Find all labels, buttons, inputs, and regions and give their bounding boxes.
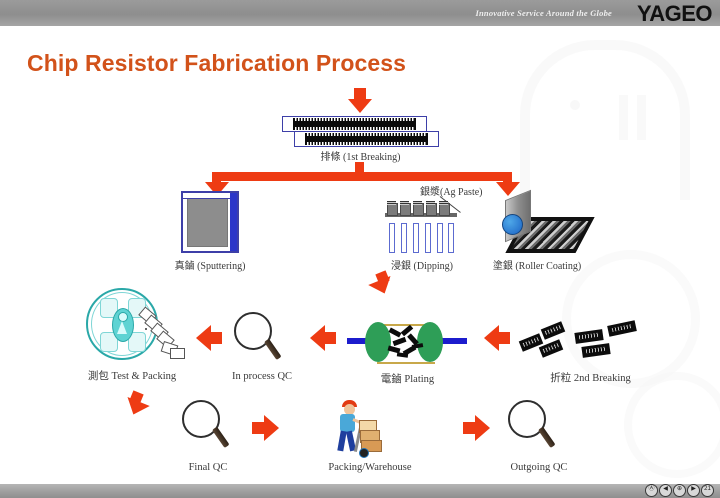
watermark-arc: [520, 40, 690, 200]
header-band: Innovative Service Around the Globe YAGE…: [0, 0, 720, 26]
nav-next-icon[interactable]: ▶: [687, 484, 700, 497]
roller-coating-illustration: [489, 189, 595, 255]
connector-bar-horizontal: [212, 172, 512, 181]
label-packing-warehouse: Packing/Warehouse: [328, 462, 412, 473]
plating-barrel-illustration: [347, 318, 467, 368]
header-tagline: Innovative Service Around the Globe: [475, 8, 612, 18]
label-second-breaking: 折粒 2nd Breaking: [550, 373, 631, 384]
in-process-qc-magnifier: [234, 312, 286, 366]
yageo-logo: YAGEO: [637, 1, 712, 26]
label-roller-coating: 塗銀 (Roller Coating): [492, 261, 582, 272]
label-test-packing: 測包 Test & Packing: [87, 371, 177, 382]
nav-first-icon[interactable]: Ⓐ: [645, 484, 658, 497]
watermark-dot: [570, 100, 580, 110]
nav-home-icon[interactable]: ⊕: [673, 484, 686, 497]
sputtering-chamber-illustration: [181, 191, 239, 253]
label-sputtering: 真鏀 (Sputtering): [174, 261, 246, 272]
label-in-process-qc: In process QC: [231, 371, 293, 382]
footer-band: [0, 484, 720, 498]
label-ag-paste: 銀漿(Ag Paste): [420, 187, 483, 198]
second-breaking-chips-illustration: [518, 315, 650, 367]
page-number-badge: 21: [701, 484, 714, 497]
watermark-circle-2: [624, 372, 720, 478]
page-title: Chip Resistor Fabrication Process: [27, 50, 407, 76]
watermark-bar-1: [619, 95, 628, 140]
connector-stem-down: [355, 162, 364, 175]
label-dipping: 浸銀 (Dipping): [391, 261, 453, 272]
label-plating: 電鏀 Plating: [380, 374, 435, 385]
label-outgoing-qc: Outgoing QC: [510, 462, 568, 473]
arrow-to-roller-coating: [496, 182, 520, 196]
substrate-illustration: [282, 116, 439, 147]
connector-left-drop: [212, 172, 221, 184]
packing-warehouse-illustration: [325, 398, 383, 458]
tape-strip-illustration: [138, 306, 186, 359]
connector-right-drop: [503, 172, 512, 184]
label-final-qc: Final QC: [188, 462, 228, 473]
label-first-breaking: 排條 (1st Breaking): [320, 152, 401, 163]
footer-navigation[interactable]: Ⓐ ◀ ⊕ ▶ 21: [645, 484, 714, 497]
dipping-illustration: [385, 197, 457, 255]
nav-prev-icon[interactable]: ◀: [659, 484, 672, 497]
final-qc-magnifier: [182, 400, 234, 454]
watermark-bar-2: [637, 95, 646, 140]
outgoing-qc-magnifier: [508, 400, 560, 454]
